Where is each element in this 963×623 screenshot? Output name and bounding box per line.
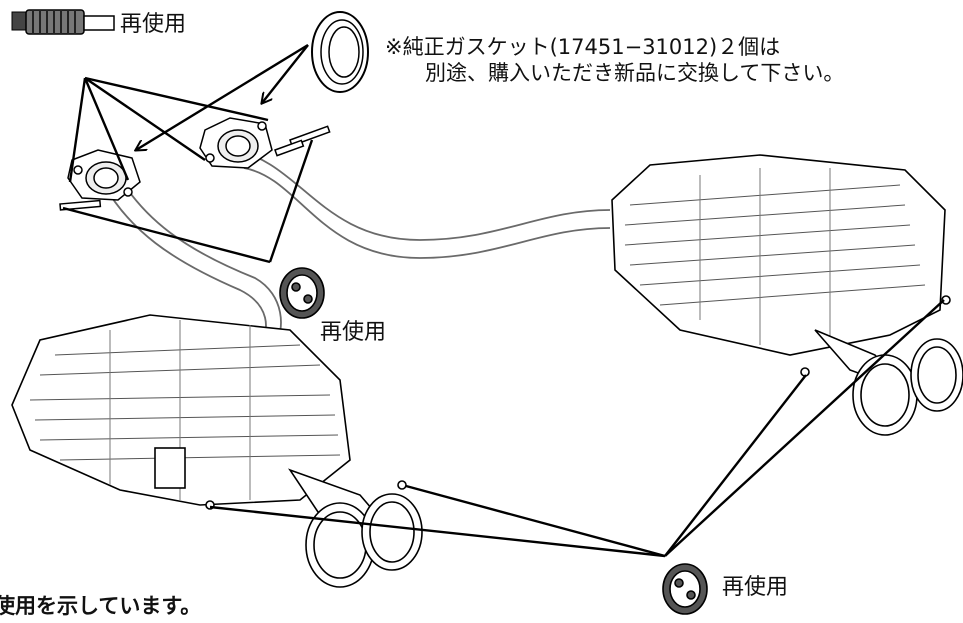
flange-right xyxy=(199,117,273,169)
leader-lines xyxy=(62,43,945,558)
bolt-icon xyxy=(11,9,115,35)
flange-left xyxy=(67,149,141,201)
front-hanger-studs xyxy=(59,125,331,211)
rubber-hanger-icon-bottom xyxy=(662,563,708,615)
reuse-label-hanger-bottom: 再使用 xyxy=(722,575,789,600)
gasket-note: ※純正ガスケット(17451−31012)２個は 別途、購入いただき新品に交換し… xyxy=(385,34,844,87)
gasket-icon xyxy=(311,11,369,93)
muffler-left xyxy=(11,314,423,588)
reuse-label-bolt: 再使用 xyxy=(120,12,187,37)
legend-text-partial: 使用を示しています。 xyxy=(0,594,202,618)
gasket-note-line1: ※純正ガスケット(17451−31012)２個は xyxy=(385,35,781,59)
exhaust-pipes xyxy=(103,149,611,346)
rubber-hanger-icon-mid xyxy=(279,267,325,319)
muffler-right xyxy=(611,154,963,436)
reuse-label-hanger-mid: 再使用 xyxy=(320,320,387,345)
gasket-note-line2: 別途、購入いただき新品に交換して下さい。 xyxy=(425,61,845,86)
